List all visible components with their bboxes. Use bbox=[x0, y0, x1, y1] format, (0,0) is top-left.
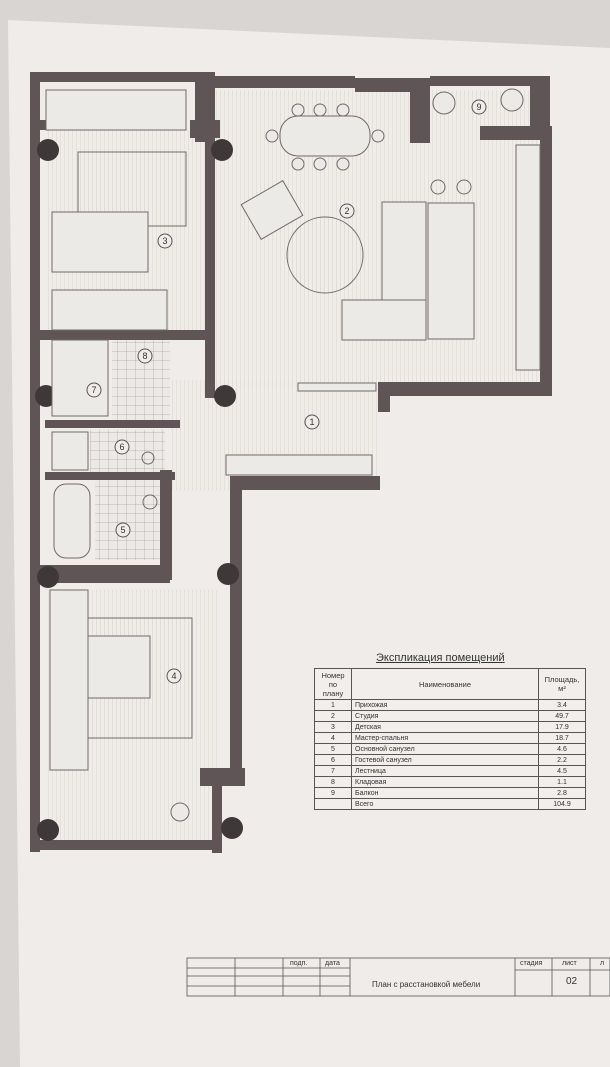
svg-text:9: 9 bbox=[476, 102, 481, 112]
total-area: 104.9 bbox=[538, 798, 586, 810]
explication-header-row: Номер по плану Наименование Площадь, м² bbox=[314, 668, 586, 700]
row-area: 3.4 bbox=[538, 699, 586, 711]
title-block-frame bbox=[186, 957, 610, 997]
row-area: 1.1 bbox=[538, 776, 586, 788]
tb-data: дата bbox=[325, 960, 340, 967]
row-num: 3 bbox=[314, 721, 352, 733]
row-name: Основной санузел bbox=[351, 743, 539, 755]
row-num: 4 bbox=[314, 732, 352, 744]
tb-sheet-title: План с расстановкой мебели bbox=[372, 980, 481, 989]
row-num: 9 bbox=[314, 787, 352, 799]
explication-table: Номер по плану Наименование Площадь, м² … bbox=[314, 668, 586, 810]
walls bbox=[30, 72, 552, 853]
room-marker-2: 2 bbox=[339, 203, 355, 219]
room-marker-8: 8 bbox=[137, 348, 153, 364]
row-name: Студия bbox=[351, 710, 539, 722]
svg-text:1: 1 bbox=[309, 417, 314, 427]
room-marker-9: 9 bbox=[471, 99, 487, 115]
svg-text:5: 5 bbox=[120, 525, 125, 535]
header-name: Наименование bbox=[351, 668, 539, 700]
tb-list: лист bbox=[562, 960, 577, 967]
row-name: Кладовая bbox=[351, 776, 539, 788]
row-area: 2.8 bbox=[538, 787, 586, 799]
svg-text:2: 2 bbox=[344, 206, 349, 216]
row-num: 1 bbox=[314, 699, 352, 711]
header-num: Номер по плану bbox=[314, 668, 352, 700]
row-area: 18.7 bbox=[538, 732, 586, 744]
svg-text:4: 4 bbox=[171, 671, 176, 681]
row-area: 2.2 bbox=[538, 754, 586, 766]
row-name: Гостевой санузел bbox=[351, 754, 539, 766]
svg-text:8: 8 bbox=[142, 351, 147, 361]
row-area: 49.7 bbox=[538, 710, 586, 722]
room-marker-7: 7 bbox=[86, 382, 102, 398]
svg-text:6: 6 bbox=[119, 442, 124, 452]
row-area: 4.6 bbox=[538, 743, 586, 755]
room-marker-6: 6 bbox=[114, 439, 130, 455]
columns bbox=[35, 139, 243, 841]
furniture bbox=[45, 88, 541, 822]
row-area: 4.5 bbox=[538, 765, 586, 777]
total-label: Всего bbox=[351, 798, 539, 810]
tb-cut-label: л bbox=[600, 960, 605, 967]
room-marker-3: 3 bbox=[157, 233, 173, 249]
row-area: 17.9 bbox=[538, 721, 586, 733]
svg-text:3: 3 bbox=[162, 236, 167, 246]
header-area: Площадь, м² bbox=[538, 668, 586, 700]
room-marker-4: 4 bbox=[166, 668, 182, 684]
room-markers: 1 2 3 4 5 6 7 8 9 bbox=[86, 99, 487, 684]
row-num: 7 bbox=[314, 765, 352, 777]
tb-podp: подп. bbox=[290, 960, 308, 967]
explication-title: Экспликация помещений bbox=[376, 652, 505, 664]
row-name: Детская bbox=[351, 721, 539, 733]
row-num: 2 bbox=[314, 710, 352, 722]
row-name: Прихожая bbox=[351, 699, 539, 711]
row-name: Лестница bbox=[351, 765, 539, 777]
row-num: 5 bbox=[314, 743, 352, 755]
tb-sheet-number: 02 bbox=[566, 976, 578, 987]
row-num: 8 bbox=[314, 776, 352, 788]
svg-text:7: 7 bbox=[91, 385, 96, 395]
total-num bbox=[314, 798, 352, 810]
row-name: Мастер-спальня bbox=[351, 732, 539, 744]
tb-stadiya: стадия bbox=[520, 960, 543, 967]
room-marker-1: 1 bbox=[304, 414, 320, 430]
room-marker-5: 5 bbox=[115, 522, 131, 538]
row-name: Балкон bbox=[351, 787, 539, 799]
row-num: 6 bbox=[314, 754, 352, 766]
